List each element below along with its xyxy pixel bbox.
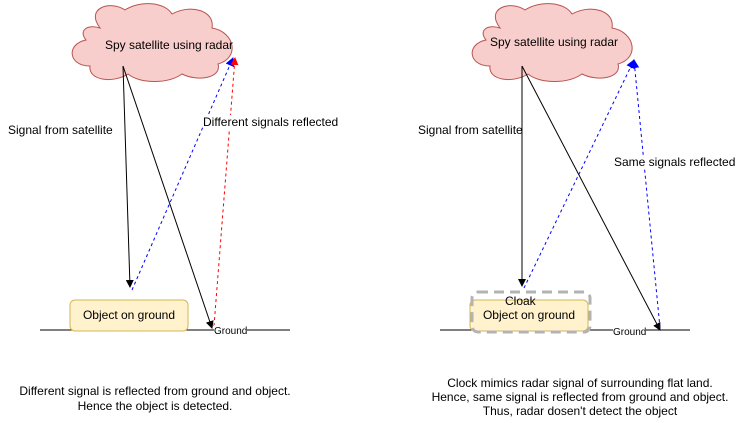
left-reflect-label: Different signals reflected (203, 115, 339, 129)
right-cloak-label: Cloak (505, 294, 536, 308)
right-ground-label: Ground (613, 326, 647, 340)
left-reflect-ground (213, 57, 239, 327)
right-caption-line-3: Thus, radar dosen't detect the object (482, 404, 678, 418)
right-caption-line-2: Hence, same signal is reflected from gro… (431, 390, 729, 404)
right-signal-to-ground (521, 65, 661, 331)
right-reflect-object (523, 59, 635, 289)
right-cloak-outline (470, 290, 592, 334)
left-signal-to-ground (122, 65, 214, 329)
left-satellite-cloud (71, 3, 233, 82)
left-ground-label: Ground (214, 325, 248, 339)
left-signal-label: Signal from satellite (8, 123, 113, 137)
right-object-box (469, 299, 589, 332)
right-caption-line-1: Clock mimics radar signal of surrounding… (447, 376, 713, 390)
left-object-box (69, 299, 189, 332)
left-signal-to-object (122, 65, 134, 288)
left-caption-line-2: Hence the object is detected. (77, 399, 233, 413)
left-caption-line-1: Different signal is reflected from groun… (19, 384, 291, 398)
left-object-label: Object on ground (82, 308, 176, 322)
right-satellite-cloud (471, 3, 633, 82)
right-signal-label: Signal from satellite (418, 123, 523, 137)
right-cloud-label: Spy satellite using radar (489, 35, 619, 49)
right-object-label: Object on ground (482, 308, 576, 322)
left-reflect-object (131, 57, 234, 291)
left-cloud-label: Spy satellite using radar (104, 38, 234, 52)
right-reflect-label: Same signals reflected (614, 155, 736, 169)
right-reflect-ground (630, 59, 661, 329)
